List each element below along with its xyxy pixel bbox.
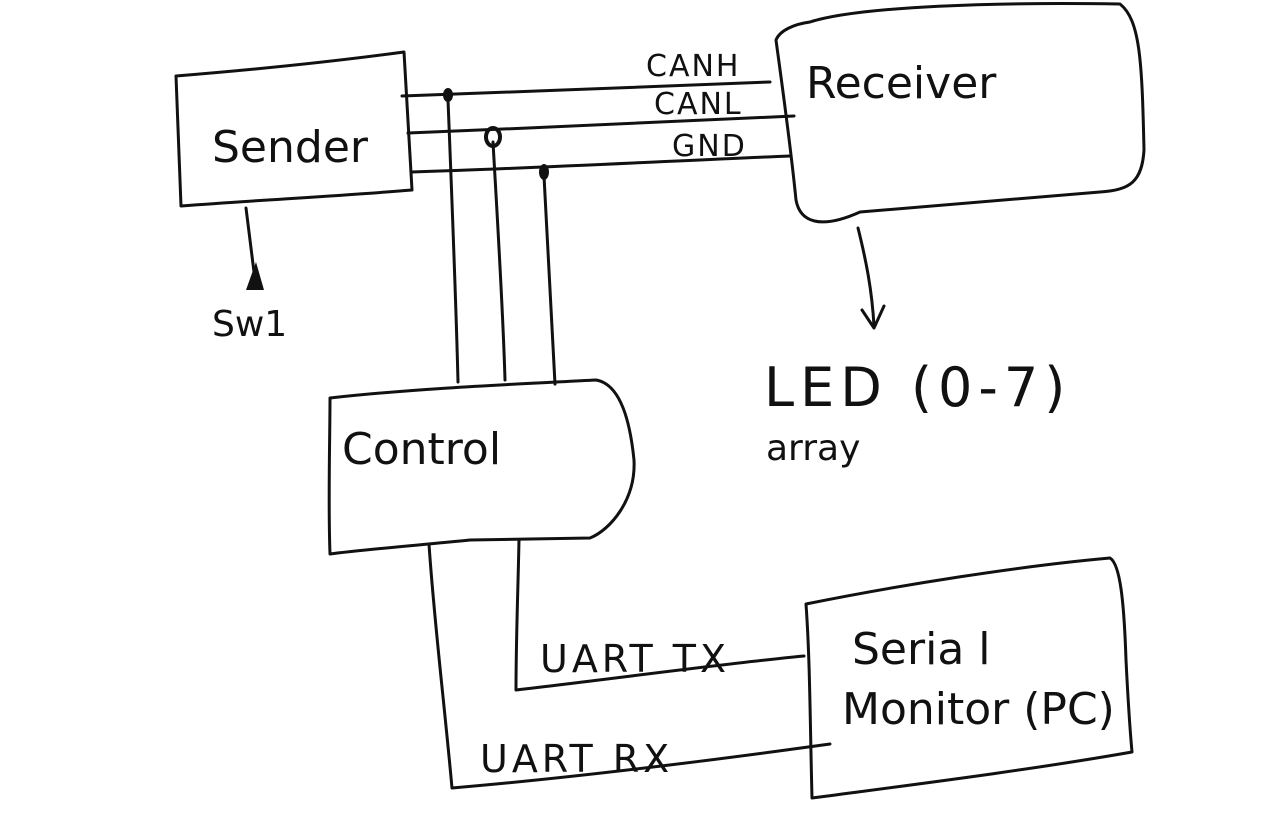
switch-triangle-icon bbox=[246, 262, 264, 290]
gnd-junction-dot bbox=[539, 164, 549, 180]
canl-label: CANL bbox=[654, 87, 743, 122]
receiver-to-led-wire bbox=[856, 226, 876, 328]
sender-label: Sender bbox=[212, 122, 369, 173]
uart-tx-label: UART TX bbox=[540, 637, 730, 681]
control-label: Control bbox=[342, 424, 501, 475]
receiver-box bbox=[774, 2, 1146, 224]
canl-drop-wire bbox=[491, 140, 507, 382]
gnd-drop-wire bbox=[542, 174, 557, 386]
canh-label: CANH bbox=[646, 49, 740, 84]
uart-rx-wire bbox=[427, 542, 832, 790]
gnd-label: GND bbox=[672, 129, 747, 164]
sender-box bbox=[174, 50, 414, 208]
serial-monitor-label-line1: Seria l bbox=[852, 624, 991, 675]
canh-drop-wire bbox=[446, 98, 460, 384]
canl-wire bbox=[406, 114, 796, 135]
arrow-head-icon bbox=[860, 304, 886, 330]
switch-label: Sw1 bbox=[212, 304, 287, 345]
canh-junction-dot bbox=[443, 88, 453, 102]
led-array-label: array bbox=[766, 428, 860, 469]
uart-tx-wire bbox=[514, 538, 806, 692]
serial-monitor-box bbox=[804, 556, 1134, 800]
receiver-label: Receiver bbox=[806, 58, 997, 109]
control-box bbox=[327, 378, 636, 556]
gnd-wire bbox=[410, 154, 792, 174]
switch-wire bbox=[244, 206, 256, 274]
serial-monitor-label-line2: Monitor (PC) bbox=[842, 684, 1115, 735]
uart-rx-label: UART RX bbox=[480, 737, 673, 781]
led-label: LED (0-7) bbox=[764, 356, 1071, 419]
